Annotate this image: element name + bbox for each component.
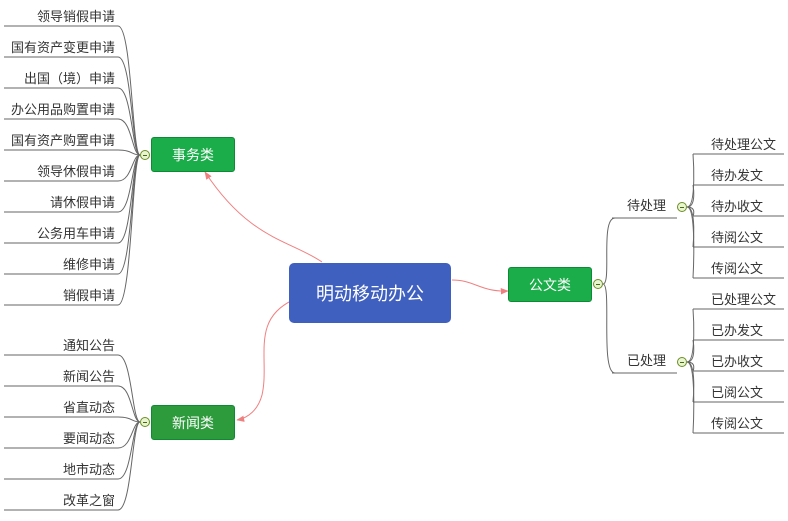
root-node-label: 明动移动办公 (316, 284, 424, 305)
news-link-2 (117, 385, 141, 423)
processed-item-3[interactable]: 已办收文 (711, 355, 764, 370)
processed-link-2 (686, 339, 695, 363)
pending-item-4[interactable]: 待阅公文 (711, 231, 764, 246)
news-item-3[interactable]: 省直动态 (62, 401, 115, 416)
collapse-affairs-icon[interactable] (140, 150, 150, 160)
news-item-6[interactable]: 改革之窗 (62, 494, 115, 509)
news-link-3 (117, 416, 141, 423)
news-item-2[interactable]: 新闻公告 (62, 370, 115, 385)
root-affairs-arrow (204, 171, 323, 263)
subnode-processed[interactable]: 已处理 (627, 351, 666, 373)
affairs-link-10 (117, 154, 141, 306)
branch-news-label: 新闻类 (172, 415, 214, 432)
collapse-documents-icon[interactable] (593, 279, 603, 289)
branch-documents-label: 公文类 (529, 277, 571, 294)
pending-item-3[interactable]: 待办收文 (711, 200, 764, 215)
news-link-6 (117, 421, 141, 511)
branch-affairs-label: 事务类 (172, 147, 214, 164)
affairs-link-4 (117, 118, 141, 156)
pending-link-5 (686, 206, 695, 279)
processed-item-2[interactable]: 已办发文 (711, 324, 764, 339)
pending-link-2 (686, 184, 695, 208)
affairs-item-8[interactable]: 公务用车申请 (36, 227, 115, 242)
affairs-item-2[interactable]: 国有资产变更申请 (10, 41, 115, 56)
affairs-link-5 (117, 149, 141, 156)
affairs-item-10[interactable]: 销假申请 (62, 289, 115, 304)
news-item-5[interactable]: 地市动态 (62, 463, 115, 478)
root-news-arrow (236, 299, 294, 422)
pending-link-1 (686, 153, 695, 208)
pending-item-2[interactable]: 待办发文 (711, 169, 764, 184)
collapse-processed-icon[interactable] (677, 357, 687, 367)
processed-item-1[interactable]: 已处理公文 (711, 293, 777, 308)
processed-link-1 (686, 308, 695, 363)
affairs-item-1[interactable]: 领导销假申请 (36, 10, 115, 25)
subnode-pending[interactable]: 待处理 (627, 196, 666, 218)
pending-item-1[interactable]: 待处理公文 (711, 138, 777, 153)
root-documents-arrow (451, 279, 509, 295)
affairs-item-3[interactable]: 出国（境）申请 (23, 72, 115, 87)
pending-item-5[interactable]: 传阅公文 (711, 262, 764, 277)
subnode-processed-label: 已处理 (627, 354, 667, 369)
affairs-item-6[interactable]: 领导休假申请 (36, 165, 115, 180)
news-item-1[interactable]: 通知公告 (62, 339, 115, 354)
collapse-pending-icon[interactable] (677, 202, 687, 212)
processed-link-5 (686, 361, 695, 434)
affairs-item-9[interactable]: 维修申请 (62, 258, 115, 273)
subnode-pending-label: 待处理 (627, 199, 667, 214)
news-link-1 (117, 354, 141, 423)
branch-affairs[interactable]: 事务类 (151, 137, 235, 172)
documents-processed-link (602, 283, 616, 374)
processed-item-4[interactable]: 已阅公文 (711, 386, 764, 401)
branch-news[interactable]: 新闻类 (151, 405, 235, 440)
collapse-news-icon[interactable] (140, 417, 150, 427)
documents-pending-link (602, 217, 616, 285)
affairs-item-5[interactable]: 国有资产购置申请 (10, 134, 115, 149)
processed-item-5[interactable]: 传阅公文 (711, 417, 764, 432)
root-node[interactable]: 明动移动办公 (289, 263, 451, 323)
news-item-4[interactable]: 要闻动态 (62, 432, 115, 447)
affairs-item-7[interactable]: 请休假申请 (49, 196, 115, 211)
branch-documents[interactable]: 公文类 (508, 267, 592, 302)
affairs-item-4[interactable]: 办公用品购置申请 (10, 103, 115, 118)
